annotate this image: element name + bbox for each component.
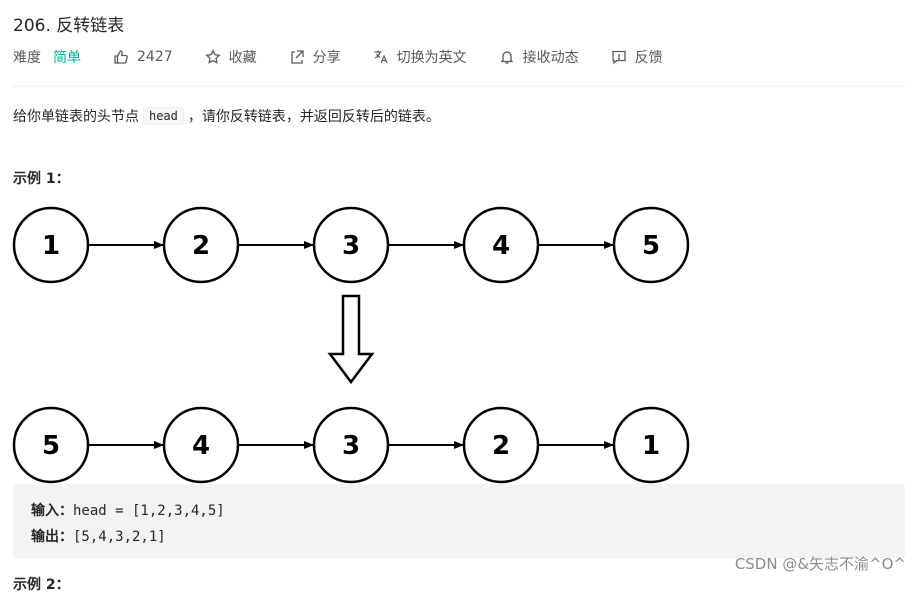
share-button[interactable]: 分享 [289, 47, 341, 67]
output-label: 输出： [31, 529, 73, 545]
output-line: 输出：[5,4,3,2,1] [31, 526, 166, 546]
bottom-node-label-2: 4 [192, 431, 210, 461]
description-text-after: ，请你反转链表，并返回反转后的链表。 [187, 109, 440, 125]
top-node-4 [462, 206, 540, 284]
bottom-node-label-3: 3 [342, 431, 360, 461]
collect-button[interactable]: 收藏 [205, 47, 257, 67]
linked-list-diagram: 1 2 3 4 5 5 4 3 2 1 [12, 206, 690, 484]
top-node-5 [612, 206, 690, 284]
top-node-label-2: 2 [192, 231, 210, 261]
top-node-label-1: 1 [42, 231, 60, 261]
thumbs-up-icon [113, 49, 129, 65]
star-icon [205, 49, 221, 65]
top-node-label-4: 4 [492, 231, 510, 261]
header-divider [13, 86, 905, 87]
switch-language-button[interactable]: 切换为英文 [373, 47, 467, 67]
watermark: CSDN @&矢志不渝^O^ [734, 555, 906, 573]
bottom-node-label-1: 5 [42, 431, 60, 461]
reversed-list-row: 5 4 3 2 1 [12, 406, 690, 484]
collect-label: 收藏 [228, 50, 257, 66]
notify-button[interactable]: 接收动态 [499, 47, 579, 67]
problem-title: 206. 反转链表 [13, 16, 125, 36]
description-text-before: 给你单链表的头节点 [13, 109, 139, 125]
next-example-title: 示例 2： [13, 577, 70, 593]
bottom-node-2 [162, 406, 240, 484]
share-label: 分享 [312, 50, 341, 66]
top-node-label-3: 3 [342, 231, 360, 261]
input-value: head = [1,2,3,4,5] [73, 503, 225, 519]
inline-code-head: head [143, 107, 184, 125]
bottom-node-4 [462, 406, 540, 484]
input-line: 输入：head = [1,2,3,4,5] [31, 500, 225, 520]
notify-label: 接收动态 [522, 50, 579, 66]
problem-description: 给你单链表的头节点 head ，请你反转链表，并返回反转后的链表。 [13, 106, 440, 126]
bottom-node-label-5: 1 [642, 431, 660, 461]
top-node-2 [162, 206, 240, 284]
bottom-node-1 [12, 406, 90, 484]
difficulty: 难度 简单 [13, 47, 81, 67]
down-arrow [327, 294, 375, 385]
example-title: 示例 1： [13, 171, 70, 187]
switch-language-label: 切换为英文 [396, 50, 467, 66]
like-count: 2427 [137, 49, 173, 65]
feedback-button[interactable]: 反馈 [611, 47, 663, 67]
top-node-label-5: 5 [642, 231, 660, 261]
output-value: [5,4,3,2,1] [73, 529, 166, 545]
bottom-node-3 [312, 406, 390, 484]
top-node-3 [312, 206, 390, 284]
feedback-icon [611, 49, 627, 65]
share-icon [289, 49, 305, 65]
bottom-node-label-4: 2 [492, 431, 510, 461]
like-button[interactable]: 2427 [113, 49, 173, 65]
bell-icon [499, 49, 515, 65]
difficulty-value: 简单 [53, 50, 81, 66]
feedback-label: 反馈 [634, 50, 663, 66]
example-io-block: 输入：head = [1,2,3,4,5] 输出：[5,4,3,2,1] [13, 484, 905, 558]
bottom-node-5 [612, 406, 690, 484]
problem-meta-bar: 难度 简单 2427 收藏 分享 [13, 45, 695, 69]
translate-icon [373, 49, 389, 65]
difficulty-label: 难度 [13, 50, 41, 66]
top-node-1 [12, 206, 90, 284]
original-list-row: 1 2 3 4 5 [12, 206, 690, 284]
input-label: 输入： [31, 503, 73, 519]
